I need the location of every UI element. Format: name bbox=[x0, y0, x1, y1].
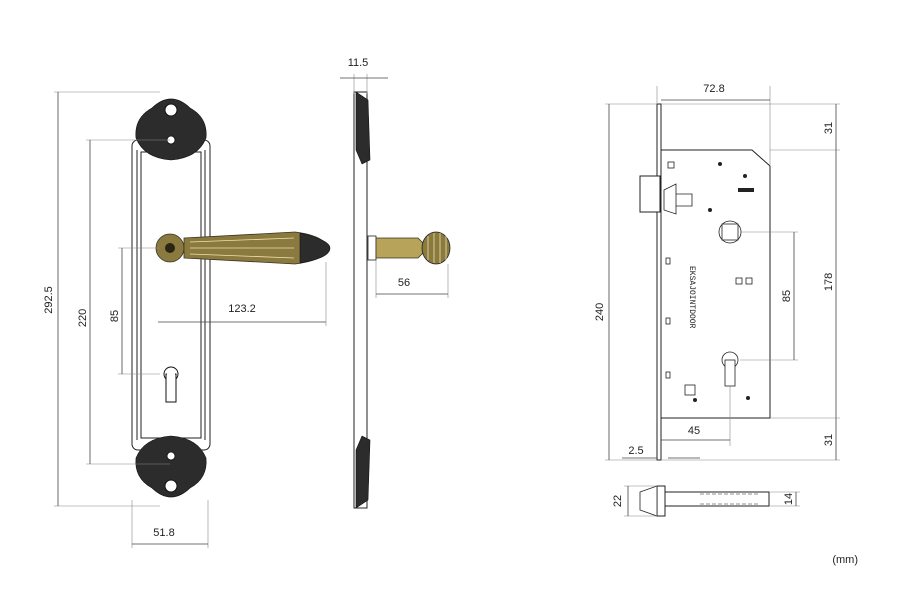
side-bottom-ornament bbox=[355, 435, 371, 509]
follower-square bbox=[721, 223, 739, 241]
handle-side-view: 11.5 56 bbox=[340, 57, 451, 509]
dim-handle-projection: 56 bbox=[398, 277, 410, 289]
latch-detail-view: 22 14 bbox=[612, 485, 800, 517]
dim-latch-height-right: 14 bbox=[783, 493, 795, 505]
handle-front-view: 292.5 220 85 123.2 51.8 bbox=[43, 91, 331, 548]
dim-top-offset: 31 bbox=[823, 122, 835, 134]
dim-plate-width: 51.8 bbox=[153, 527, 174, 539]
lock-body-marking: EKSAJOINTDOOR bbox=[687, 266, 696, 329]
dim-body-height: 178 bbox=[823, 273, 835, 291]
dim-overall-height: 292.5 bbox=[43, 286, 55, 314]
faceplate bbox=[656, 103, 662, 461]
bottom-ornament bbox=[135, 435, 207, 498]
dim-plate-thickness: 11.5 bbox=[348, 57, 369, 69]
dim-hole-spacing: 220 bbox=[77, 309, 89, 327]
unit-label: (mm) bbox=[832, 554, 858, 566]
dim-backset: 72.8 bbox=[703, 83, 724, 95]
dim-latch-height-left: 22 bbox=[612, 495, 624, 507]
latch-bolt bbox=[639, 175, 693, 215]
backplate-outline bbox=[131, 139, 211, 451]
keyhole bbox=[163, 366, 179, 403]
lock-case bbox=[660, 149, 771, 419]
dim-cylinder-backset: 45 bbox=[688, 425, 700, 437]
side-plate-outline bbox=[353, 91, 368, 509]
dim-handle-to-cylinder: 85 bbox=[109, 310, 121, 322]
dim-faceplate-thickness: 2.5 bbox=[628, 445, 643, 457]
lever-handle bbox=[155, 231, 331, 265]
dim-handle-length: 123.2 bbox=[228, 303, 256, 315]
side-handle-profile bbox=[367, 231, 451, 265]
top-ornament bbox=[135, 98, 207, 161]
dim-bottom-offset: 31 bbox=[823, 434, 835, 446]
lock-body-view: EKSAJOINTDOOR 72.8 240 31 178 85 45 31 bbox=[594, 83, 840, 461]
dim-center-distance: 85 bbox=[781, 290, 793, 302]
side-top-ornament bbox=[355, 91, 371, 165]
dim-faceplate-height: 240 bbox=[594, 303, 606, 321]
